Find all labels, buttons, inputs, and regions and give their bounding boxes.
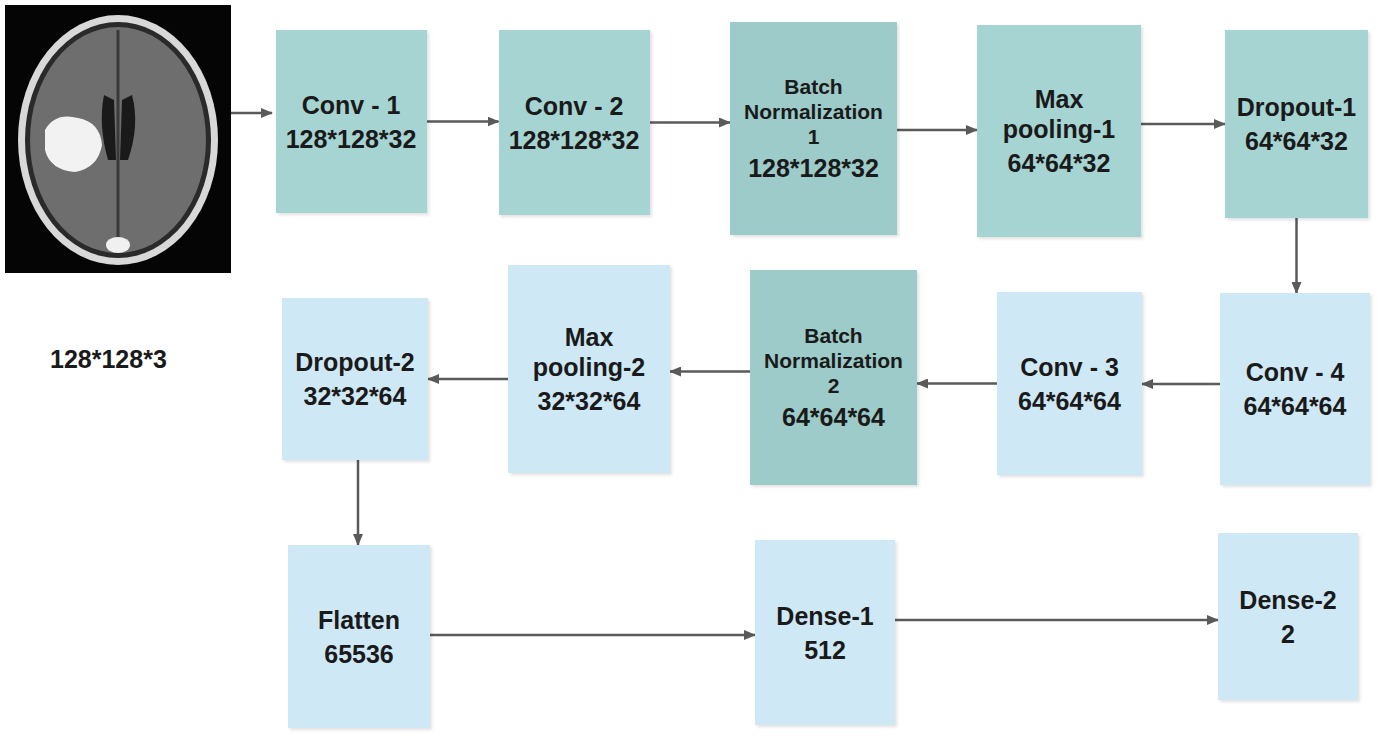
layer-shape: 32*32*64	[304, 381, 407, 411]
layer-name: Dense-1	[776, 601, 873, 631]
layer-name: Max pooling-1	[983, 84, 1135, 144]
layer-shape: 128*128*32	[509, 125, 640, 155]
layer-shape: 64*64*64	[1018, 386, 1121, 416]
ventricle-right	[120, 95, 135, 160]
input-size: 128*128*3	[50, 345, 167, 374]
tumor	[45, 117, 102, 173]
flow-arrow	[1142, 383, 1220, 386]
input-arrow	[231, 112, 272, 115]
flow-arrow	[670, 370, 750, 373]
layer-shape: 64*64*32	[1245, 126, 1348, 156]
flow-arrow	[427, 120, 499, 123]
flow-arrow	[650, 121, 731, 124]
layer-name: Dropout-1	[1237, 92, 1356, 122]
layer-box: Batch Normalization 264*64*64	[750, 270, 917, 485]
layer-name: Batch Normalization 1	[736, 74, 891, 150]
layer-shape: 64*64*64	[1244, 391, 1347, 421]
skull	[18, 15, 218, 265]
flow-arrow	[357, 460, 360, 545]
ventricle-left	[102, 95, 116, 160]
layer-name: Dense-2	[1239, 585, 1336, 615]
layer-shape: 2	[1281, 619, 1295, 649]
flow-arrow	[1295, 218, 1298, 293]
layer-name: Max pooling-2	[514, 322, 664, 382]
layer-shape: 32*32*64	[538, 386, 641, 416]
layer-box: Dense-1 512	[755, 540, 895, 725]
layer-name: Conv - 2	[525, 91, 624, 121]
layer-box: Conv - 4 64*64*64	[1220, 293, 1370, 485]
layer-box: Dropout-2 32*32*64	[282, 298, 428, 460]
flow-arrow	[895, 619, 1218, 622]
layer-box: Dense-2 2	[1218, 533, 1358, 700]
image-background	[5, 5, 231, 273]
layer-shape: 128*128*32	[286, 124, 417, 154]
flow-arrow	[428, 378, 508, 381]
layer-box: Max pooling-1 64*64*32	[977, 25, 1141, 237]
layer-shape: 512	[804, 635, 846, 665]
layer-shape: 64*64*64	[782, 402, 885, 432]
flow-arrow	[897, 129, 977, 132]
bright-spot	[106, 237, 130, 253]
layer-name: Conv - 4	[1246, 357, 1345, 387]
layer-box: Flatten 65536	[288, 545, 430, 728]
flow-arrow	[917, 382, 997, 385]
layer-box: Conv - 1 128*128*32	[276, 30, 427, 213]
layer-shape: 64*64*32	[1008, 148, 1111, 178]
skull-inner	[25, 22, 211, 258]
layer-name: Dropout-2	[295, 347, 414, 377]
layer-name: Conv - 3	[1020, 352, 1119, 382]
brain	[30, 27, 206, 253]
layer-name: Batch Normalization 2	[756, 323, 911, 399]
layer-shape: 128*128*32	[748, 153, 879, 183]
layer-name: Flatten	[318, 605, 400, 635]
flow-arrow	[430, 634, 755, 637]
layer-name: Conv - 1	[302, 90, 401, 120]
layer-box: Conv - 2 128*128*32	[499, 30, 650, 215]
layer-box: Conv - 3 64*64*64	[997, 292, 1142, 475]
layer-box: Batch Normalization 1128*128*32	[730, 22, 897, 235]
layer-box: Dropout-1 64*64*32	[1225, 30, 1368, 218]
flow-arrow	[1141, 123, 1225, 126]
layer-shape: 65536	[324, 639, 394, 669]
layer-box: Max pooling-2 32*32*64	[508, 265, 670, 473]
midline	[117, 30, 120, 250]
